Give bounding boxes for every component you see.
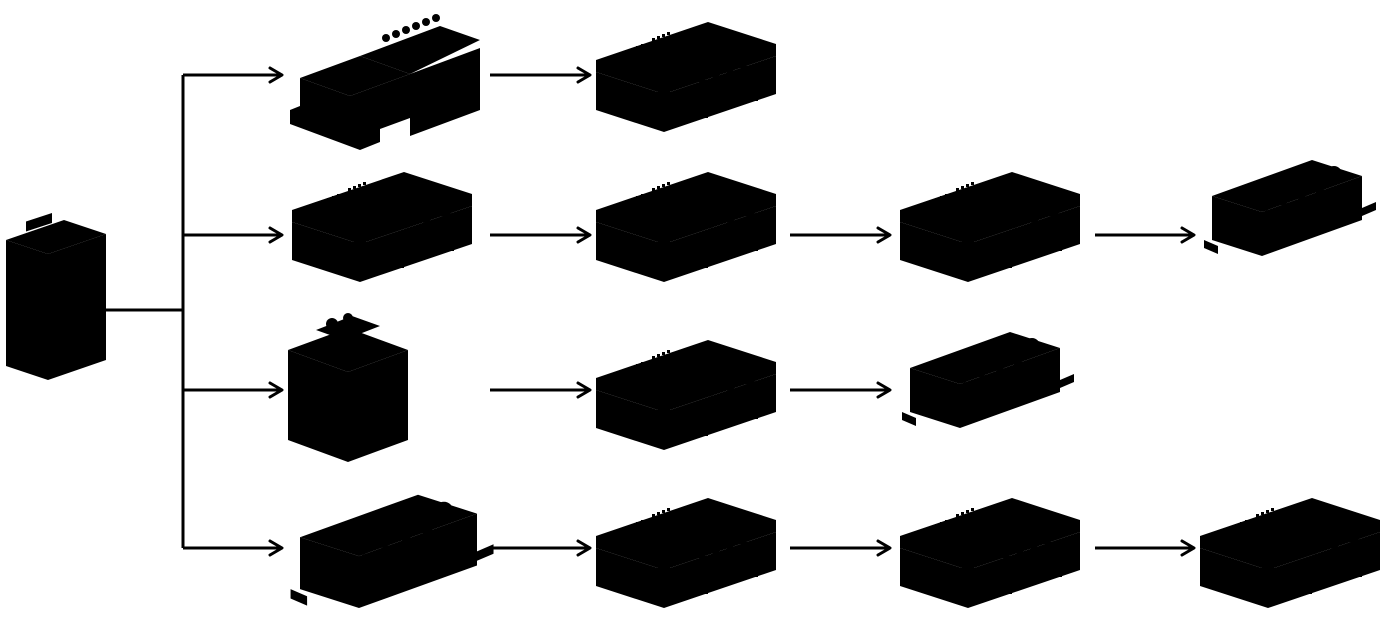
valve-terminal-manifold-device [290,14,480,150]
io-module-8-port-device [596,340,776,450]
arrows [183,66,1196,557]
io-module-finned-device [902,332,1074,428]
arrow [790,381,892,399]
io-module-finned-device [1204,160,1376,256]
arrow [1095,226,1196,244]
arrow [790,226,892,244]
arrow [490,539,592,557]
io-module-8-port-device [900,172,1080,282]
arrow [490,66,592,84]
valve-terminal-compact-device [288,313,408,462]
io-module-16-port-device [900,498,1080,608]
bus-coupler-device [6,213,106,380]
io-module-16-port-device [596,498,776,608]
arrow [790,539,892,557]
arrow [183,66,284,84]
io-module-8-port-device [292,172,472,282]
arrow [183,226,284,244]
io-module-8-port-device [596,172,776,282]
arrow [1095,539,1196,557]
arrow [490,226,592,244]
arrow [183,381,284,399]
io-module-finned-device [290,494,494,608]
arrow [490,381,592,399]
io-module-8-port-device [596,22,776,132]
io-module-8-port-device [1200,498,1380,608]
connection-lines [106,75,185,548]
arrow [183,539,284,557]
